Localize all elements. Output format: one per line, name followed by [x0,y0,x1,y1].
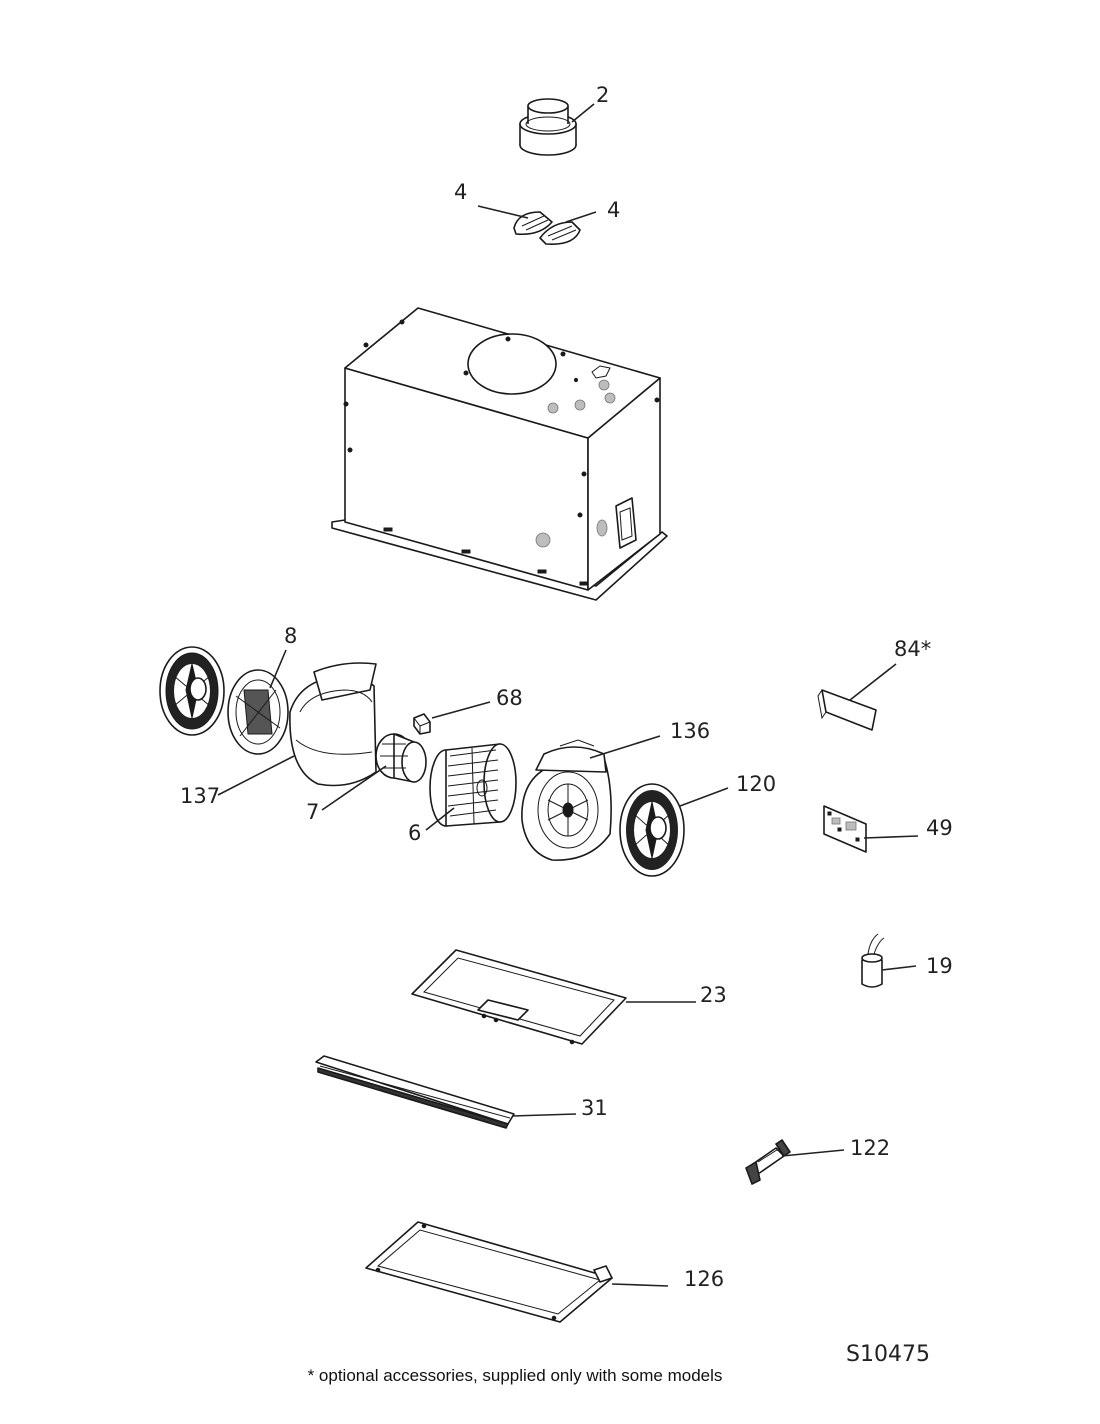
label-84: 84* [894,637,931,661]
label-19: 19 [926,954,953,978]
leader-lines [217,103,919,1287]
label-49: 49 [926,816,953,840]
label-7: 7 [306,800,319,824]
label-126: 126 [684,1267,724,1291]
part-84-optional-accessory[interactable] [817,689,877,731]
part-49-control-board[interactable] [823,805,867,853]
label-2: 2 [596,83,609,107]
label-122: 122 [850,1136,890,1160]
label-4-right: 4 [607,198,620,222]
part-6-impeller[interactable] [429,743,517,827]
part-31-bar[interactable] [315,1055,515,1129]
label-137: 137 [180,784,220,808]
label-4-left: 4 [454,180,467,204]
part-2-duct-collar[interactable] [519,98,577,156]
part-137-left-blower-housing[interactable] [289,662,377,787]
label-31: 31 [581,1096,608,1120]
label-120: 120 [736,772,776,796]
footnote: * optional accessories, supplied only wi… [307,1366,723,1385]
part-136-right-blower-housing[interactable] [521,739,612,861]
part-19-capacitor[interactable] [861,933,885,988]
hood-body [331,307,668,601]
drawing-code: S10475 [846,1342,930,1367]
left-motor-grille [159,646,225,736]
part-120-grille[interactable] [619,783,685,877]
part-68-small-component[interactable] [413,713,431,735]
label-136: 136 [670,719,710,743]
part-8-motor-plate[interactable] [227,669,289,755]
part-23-filter-frame[interactable] [411,949,627,1045]
label-23: 23 [700,983,727,1007]
label-68: 68 [496,686,523,710]
part-7-motor[interactable] [375,733,427,783]
part-126-bottom-panel[interactable] [365,1221,613,1323]
label-6: 6 [408,821,421,845]
label-8: 8 [284,624,297,648]
part-122-component[interactable] [745,1139,791,1185]
part-4-damper-flaps[interactable] [513,211,581,246]
part-number-labels: 2 4 4 8 68 84* 136 137 7 6 120 49 19 23 … [180,83,953,1291]
